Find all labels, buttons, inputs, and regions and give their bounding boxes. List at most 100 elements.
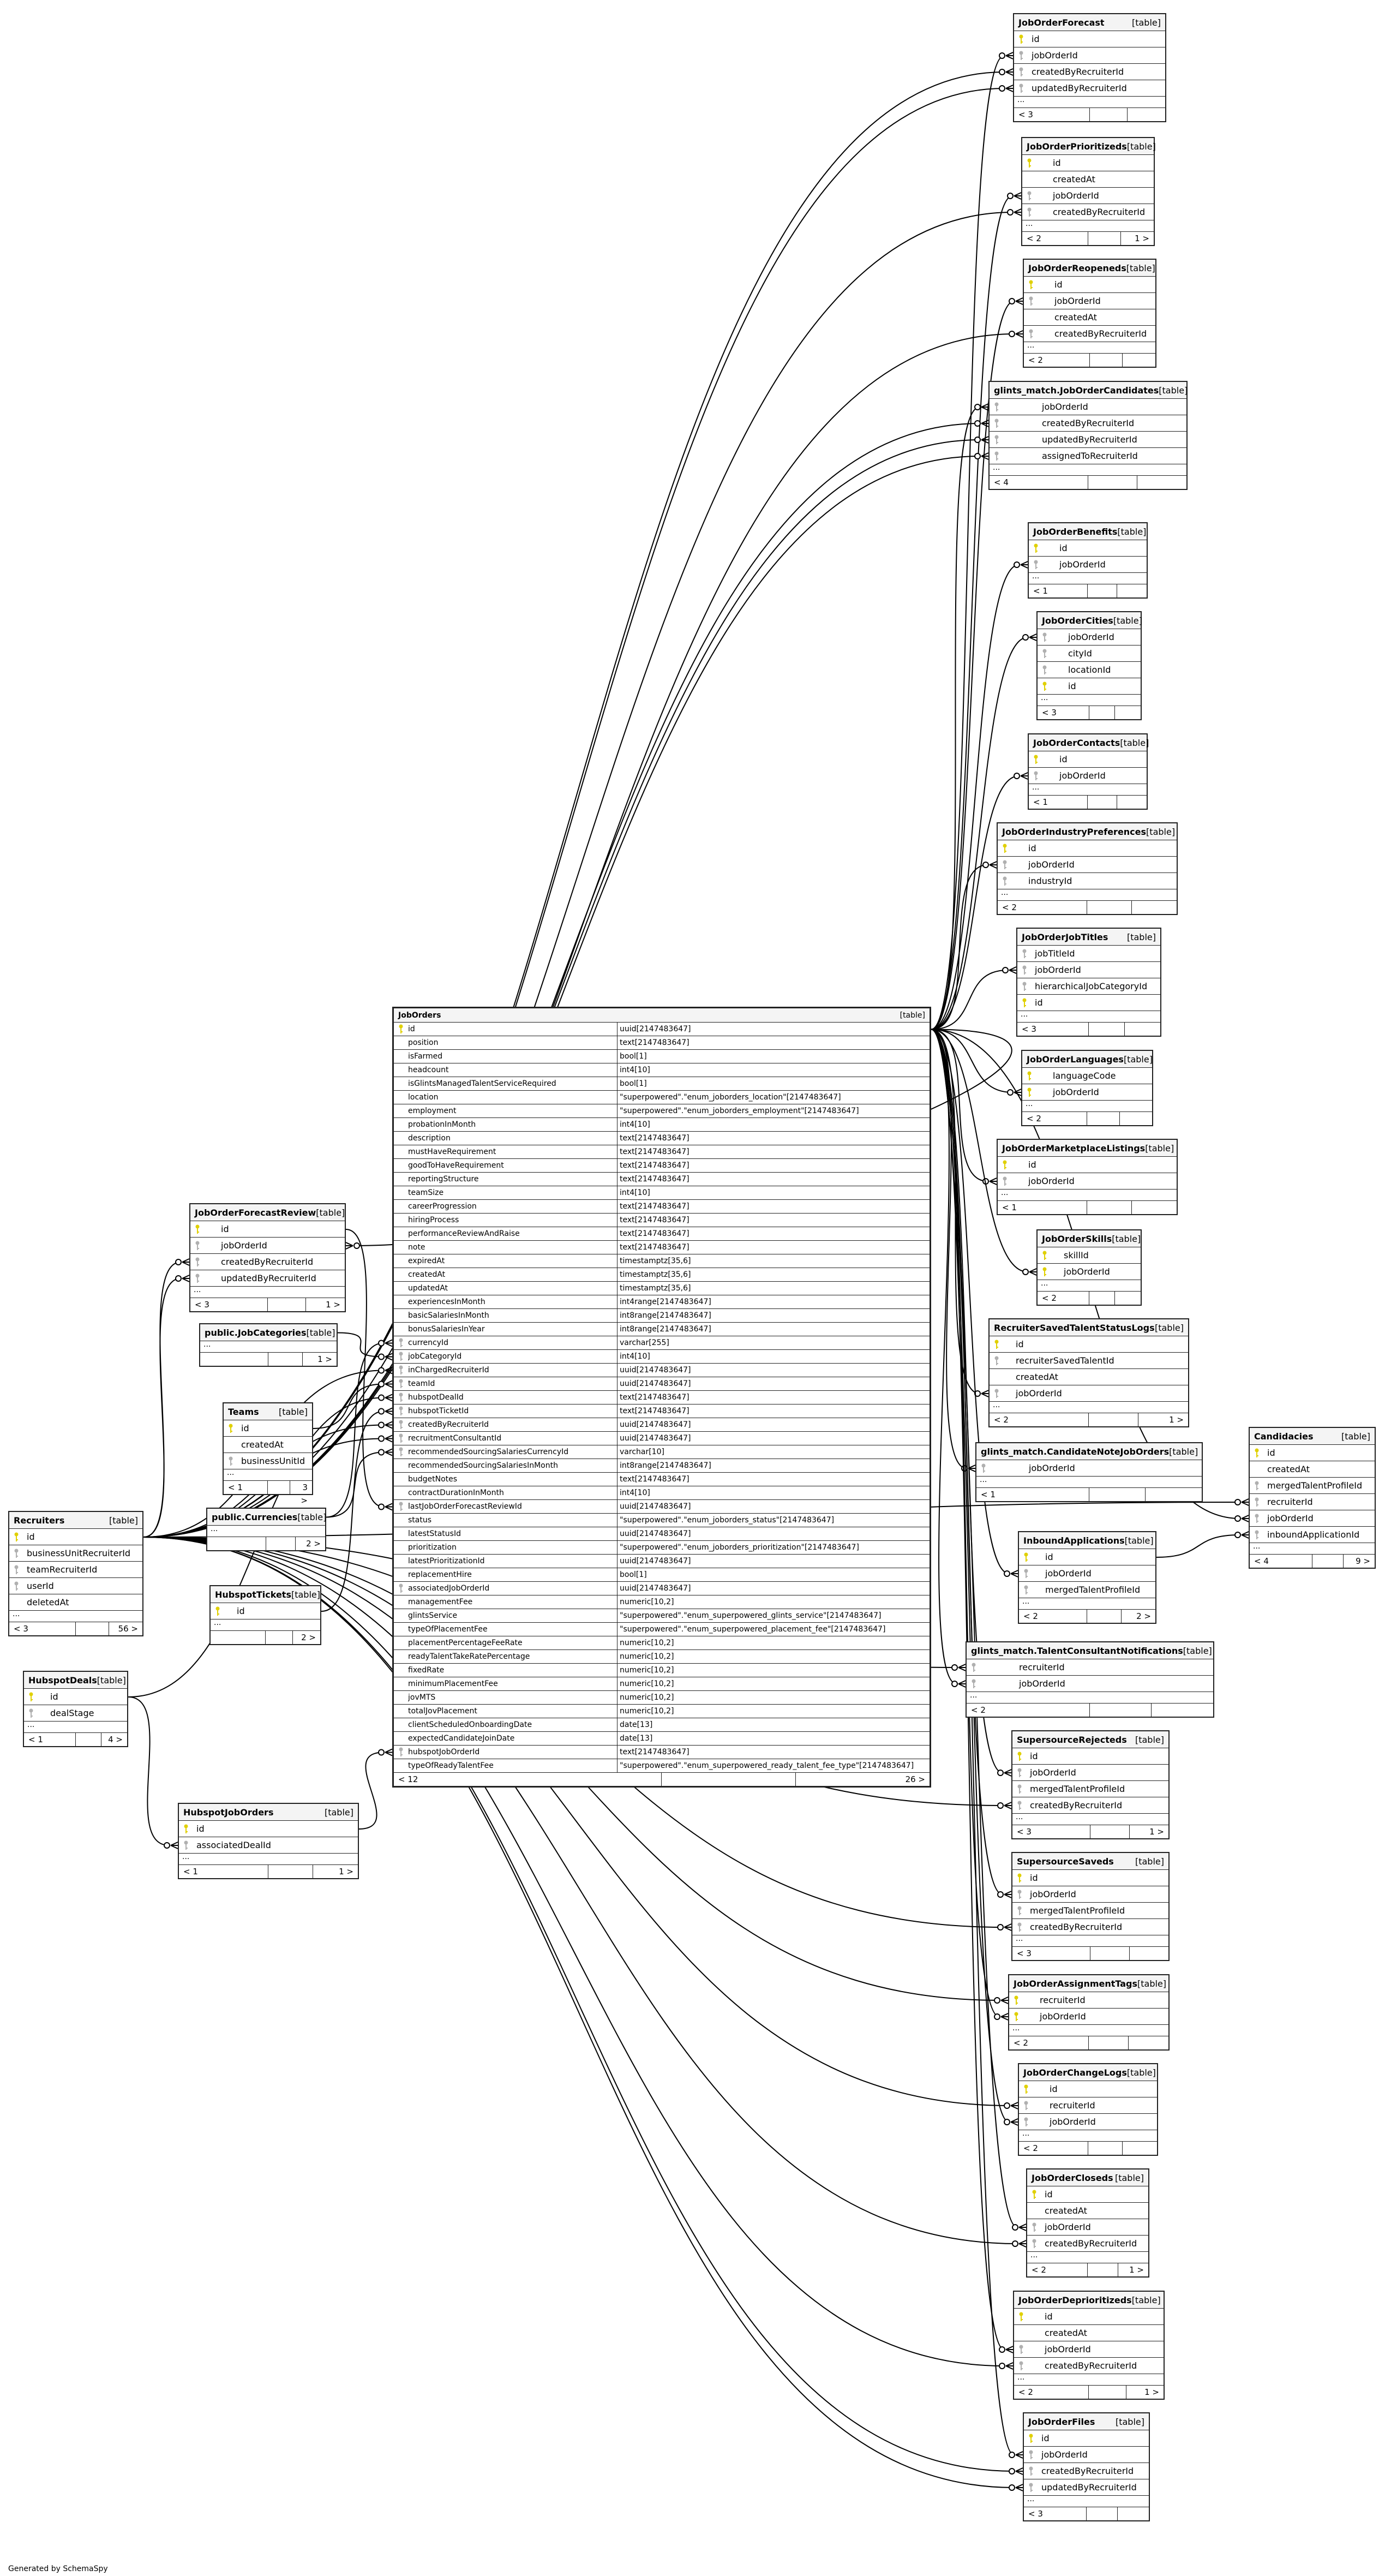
- column-row[interactable]: createdByRecruiterId: [990, 415, 1186, 432]
- column-row[interactable]: jobOrderId: [998, 857, 1177, 873]
- column-row[interactable]: id: [1012, 1748, 1168, 1765]
- column-row[interactable]: jobTitleId: [1017, 946, 1160, 962]
- column-row[interactable]: createdAt: [1027, 2203, 1148, 2219]
- children-count[interactable]: 1 >: [1144, 2387, 1159, 2397]
- more-columns-ellipsis[interactable]: ...: [1019, 1598, 1155, 1610]
- column-row[interactable]: id: [190, 1221, 345, 1238]
- children-count[interactable]: 2 >: [301, 1633, 316, 1642]
- column-row[interactable]: hierarchicalJobCategoryId: [1017, 978, 1160, 995]
- children-count[interactable]: 1 >: [326, 1300, 340, 1310]
- column-row[interactable]: id: [1250, 1445, 1375, 1461]
- column-row[interactable]: id: [1038, 678, 1141, 695]
- column-row[interactable]: id: [1019, 2081, 1157, 2097]
- parents-count[interactable]: < 3: [1012, 1825, 1090, 1838]
- more-columns-ellipsis[interactable]: ...: [207, 1525, 325, 1537]
- column-row[interactable]: industryId: [998, 873, 1177, 889]
- more-columns-ellipsis[interactable]: ...: [190, 1286, 345, 1298]
- table-header[interactable]: JobOrderCities[table]: [1038, 612, 1142, 629]
- parents-count[interactable]: < 12: [394, 1773, 662, 1786]
- column-row[interactable]: id: [9, 1529, 142, 1545]
- children-count[interactable]: 2 >: [1136, 1611, 1151, 1621]
- parents-count[interactable]: < 1: [976, 1488, 1089, 1501]
- parents-count[interactable]: < 3: [1017, 1023, 1089, 1036]
- children-count[interactable]: [1120, 1112, 1153, 1125]
- parents-count[interactable]: < 2: [967, 1704, 1090, 1717]
- column-row[interactable]: employment"superpowered"."enum_joborders…: [394, 1104, 930, 1118]
- children-count[interactable]: 1 >: [1149, 1827, 1164, 1837]
- column-row[interactable]: prioritization"superpowered"."enum_jobor…: [394, 1541, 930, 1555]
- more-columns-ellipsis[interactable]: ...: [1029, 784, 1147, 796]
- parents-count[interactable]: < 1: [1029, 584, 1088, 597]
- column-row[interactable]: associatedDealId: [179, 1837, 358, 1854]
- table-header[interactable]: JobOrderBenefits[table]: [1029, 523, 1147, 540]
- parents-count[interactable]: < 3: [190, 1298, 268, 1311]
- table-header[interactable]: JobOrderContacts[table]: [1029, 734, 1149, 751]
- children-count[interactable]: 1 >: [339, 1867, 353, 1876]
- table-header[interactable]: glints_match.JobOrderCandidates[table]: [990, 382, 1188, 399]
- column-row[interactable]: jobOrderId: [1022, 188, 1154, 204]
- column-row[interactable]: mergedTalentProfileId: [1250, 1478, 1375, 1494]
- table-header[interactable]: JobOrderIndustryPreferences[table]: [998, 823, 1177, 840]
- column-row[interactable]: jobOrderId: [998, 1173, 1177, 1190]
- children-count[interactable]: [1128, 108, 1165, 121]
- parents-count[interactable]: < 1: [224, 1481, 268, 1494]
- table-header[interactable]: SupersourceRejecteds[table]: [1012, 1731, 1168, 1748]
- column-row[interactable]: id: [998, 1157, 1177, 1173]
- column-row[interactable]: userId: [9, 1578, 142, 1594]
- children-count[interactable]: [1117, 584, 1147, 597]
- children-count[interactable]: [1129, 2036, 1168, 2049]
- column-row[interactable]: jobOrderId: [1250, 1510, 1375, 1527]
- more-columns-ellipsis[interactable]: ...: [9, 1610, 142, 1622]
- column-row[interactable]: jobOrderId: [190, 1238, 345, 1254]
- children-count[interactable]: [1152, 1704, 1213, 1717]
- column-row[interactable]: mergedTalentProfileId: [1012, 1903, 1168, 1919]
- column-row[interactable]: recruiterId: [1250, 1494, 1375, 1510]
- children-count[interactable]: 26 >: [905, 1774, 925, 1784]
- column-row[interactable]: updatedByRecruiterId: [990, 432, 1186, 448]
- more-columns-ellipsis[interactable]: ...: [1024, 2495, 1149, 2507]
- column-row[interactable]: createdAt: [1024, 309, 1155, 326]
- more-columns-ellipsis[interactable]: ...: [1027, 2251, 1148, 2263]
- column-row[interactable]: teamRecruiterId: [9, 1562, 142, 1578]
- table-header[interactable]: JobOrderSkills[table]: [1038, 1230, 1141, 1247]
- column-row[interactable]: glintsService"superpowered"."enum_superp…: [394, 1609, 930, 1623]
- more-columns-ellipsis[interactable]: ...: [990, 464, 1186, 476]
- column-row[interactable]: languageCode: [1022, 1068, 1152, 1084]
- column-row[interactable]: recruiterSavedTalentId: [990, 1353, 1188, 1369]
- column-row[interactable]: status"superpowered"."enum_joborders_sta…: [394, 1514, 930, 1527]
- children-count[interactable]: [1132, 901, 1177, 914]
- column-row[interactable]: createdAt: [1022, 171, 1154, 188]
- parents-count[interactable]: < 1: [998, 1201, 1087, 1214]
- children-count[interactable]: [1118, 2507, 1149, 2520]
- column-row[interactable]: inboundApplicationId: [1250, 1527, 1375, 1543]
